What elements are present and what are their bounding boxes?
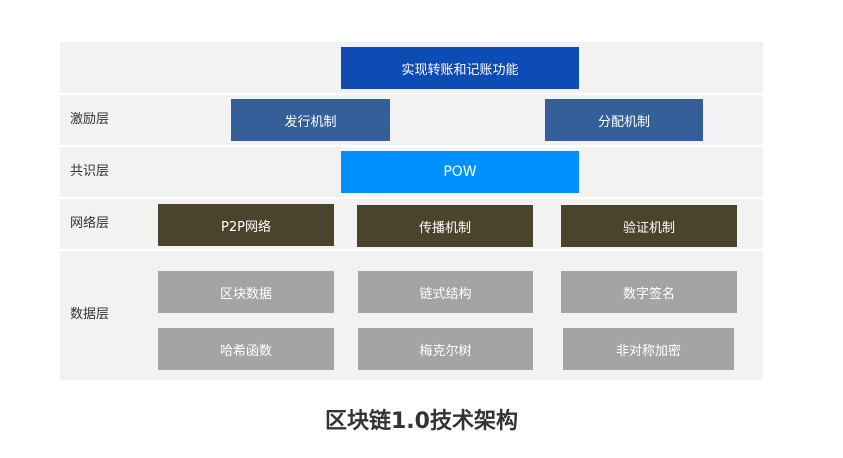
data-box: 数字签名 <box>561 271 737 313</box>
data-box: 非对称加密 <box>563 328 734 370</box>
data-box: 链式结构 <box>358 271 533 313</box>
top-function-box: 实现转账和记账功能 <box>341 47 579 89</box>
network-box: 传播机制 <box>357 205 533 247</box>
data-box: 区块数据 <box>158 271 334 313</box>
consensus-box: POW <box>341 151 579 193</box>
network-box: P2P网络 <box>158 204 334 246</box>
data-box: 梅克尔树 <box>358 328 533 370</box>
layer-label-incentive: 激励层 <box>70 112 110 127</box>
row-divider <box>60 249 763 251</box>
layer-label-consensus: 共识层 <box>70 164 110 179</box>
diagram-caption: 区块链1.0技术架构 <box>325 409 518 434</box>
row-divider <box>60 197 763 199</box>
row-divider <box>60 145 763 147</box>
incentive-box: 发行机制 <box>231 99 390 141</box>
incentive-box: 分配机制 <box>545 99 703 141</box>
layer-label-data: 数据层 <box>70 307 110 322</box>
layer-label-network: 网络层 <box>70 216 110 231</box>
row-divider <box>60 93 763 95</box>
network-box: 验证机制 <box>561 205 737 247</box>
data-box: 哈希函数 <box>158 328 334 370</box>
